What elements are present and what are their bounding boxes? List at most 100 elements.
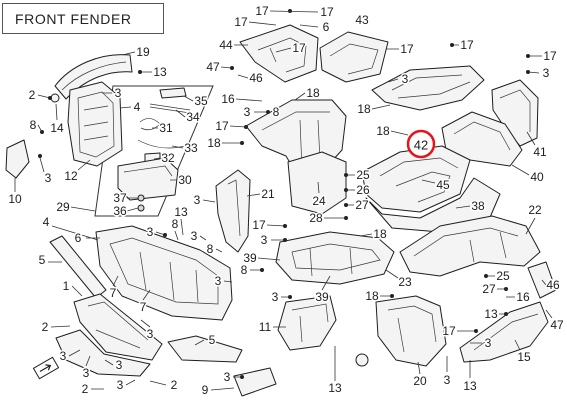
part-35	[159, 87, 187, 99]
callout-label: 3	[115, 86, 122, 100]
callout-label: 13	[328, 381, 342, 395]
callout-label: 17	[320, 5, 334, 19]
callout-label: 17	[292, 41, 306, 55]
callout-label: 8	[30, 118, 37, 132]
callout-label: 18	[357, 102, 371, 116]
part-18-upper-detail	[391, 74, 471, 99]
callout-label: 3	[147, 225, 154, 239]
callout-label: 35	[194, 94, 208, 108]
part-36	[137, 204, 145, 212]
callout-label: 3	[543, 66, 550, 80]
callout-label: 5	[39, 253, 46, 267]
part-24	[287, 151, 347, 215]
callout-label: 3	[444, 373, 451, 387]
callout-label: 2	[42, 320, 49, 334]
part-22	[399, 215, 541, 277]
part-11	[277, 295, 337, 351]
part-34	[149, 103, 191, 114]
callout-label: 18	[207, 136, 221, 150]
sub-assembly-frame	[94, 85, 214, 217]
callout-label: 2	[82, 382, 89, 396]
part-44-detail	[257, 37, 307, 73]
part-15	[459, 301, 549, 363]
callout-label: 18	[306, 86, 320, 100]
callout-label: 25	[356, 168, 370, 182]
callout-label: 40	[530, 170, 544, 184]
highlight-label: 42	[414, 138, 428, 153]
callout-label: 33	[184, 141, 198, 155]
callout-label: 13	[463, 379, 477, 393]
part-45-detail	[379, 157, 459, 203]
callout-label: 3	[117, 378, 124, 392]
callout-label: 3	[261, 233, 268, 247]
part-11-detail	[291, 303, 329, 343]
part-43	[319, 31, 389, 83]
part-31	[139, 118, 161, 131]
callout-label: 31	[159, 121, 173, 135]
part-15-detail	[473, 313, 539, 351]
callout-label: 29	[56, 200, 70, 214]
diagram-title: FRONT FENDER	[15, 11, 132, 27]
part-9	[233, 367, 277, 397]
part-21-detail	[227, 179, 241, 237]
callout-label: 18	[376, 124, 390, 138]
callout-label: 38	[471, 199, 485, 213]
callout-label: 16	[516, 290, 530, 304]
callout-label: 37	[113, 191, 127, 205]
part-20	[375, 295, 447, 367]
callout-label: 25	[496, 269, 510, 283]
part-18-upper	[371, 65, 485, 111]
callout-label: 17	[442, 324, 456, 338]
callout-label: 13	[174, 205, 188, 219]
callout-label: 45	[436, 178, 450, 192]
part-21	[215, 169, 251, 253]
callout-label: 3	[244, 105, 251, 119]
callout-label: 8	[207, 242, 214, 256]
callout-label: 24	[312, 194, 326, 208]
callout-label: 17	[460, 38, 474, 52]
part-30-detail	[123, 165, 173, 177]
callout-label: 36	[113, 204, 127, 218]
part-2-lower	[55, 329, 151, 377]
forward-arrow-icon	[32, 356, 60, 380]
callout-label: 27	[482, 282, 496, 296]
part-22-detail	[413, 227, 519, 263]
callout-label: 10	[8, 192, 22, 206]
callout-label: 15	[517, 350, 531, 364]
callout-label: 9	[202, 383, 209, 397]
callout-label: 41	[533, 145, 547, 159]
callout-label: 16	[221, 92, 235, 106]
callout-label: 5	[209, 333, 216, 347]
callout-label: 17	[234, 15, 248, 29]
callout-label: 19	[136, 45, 150, 59]
leader-lines	[14, 10, 553, 391]
callout-label: 23	[398, 275, 412, 289]
callout-label: 7	[110, 286, 117, 300]
callout-label: 3	[272, 290, 279, 304]
callout-label: 4	[134, 100, 141, 114]
callout-label: 28	[309, 211, 323, 225]
callout-label: 8	[241, 263, 248, 277]
callout-label: 3	[45, 171, 52, 185]
title-box: FRONT FENDER	[2, 3, 164, 34]
callout-label: 18	[373, 227, 387, 241]
part-grille-frame	[95, 225, 233, 321]
callout-label: 44	[219, 38, 233, 52]
part-38	[365, 177, 501, 233]
callout-label: 14	[50, 121, 64, 135]
callout-label: 8	[273, 105, 280, 119]
callout-label: 21	[261, 187, 275, 201]
part-41-detail	[499, 89, 531, 132]
callout-label: 27	[355, 198, 369, 212]
part-33	[137, 139, 186, 149]
part-40-detail	[453, 121, 511, 151]
callout-label: 3	[485, 336, 492, 350]
callout-label: 20	[413, 374, 427, 388]
part-1-detail	[87, 301, 149, 349]
callout-label: 3	[215, 274, 222, 288]
callout-label: 2	[171, 378, 178, 392]
callout-label: 3	[191, 229, 198, 243]
bolt-top	[288, 9, 292, 13]
